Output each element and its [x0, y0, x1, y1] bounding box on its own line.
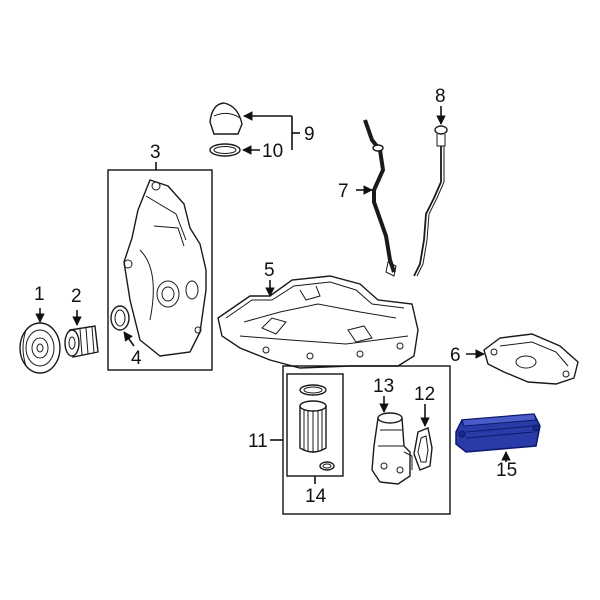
damper-hub: [64, 325, 99, 358]
callout-7: 7: [338, 181, 349, 202]
oil-pan: [217, 275, 419, 369]
oil-filter-housing: [371, 412, 413, 485]
callout-2: 2: [71, 286, 82, 307]
oil-filter-element: [299, 384, 335, 471]
callout-5: 5: [264, 260, 275, 281]
front-seal: [110, 305, 130, 331]
callout-9: 9: [304, 124, 315, 145]
callout-13: 13: [373, 376, 394, 397]
callout-10: 10: [262, 141, 283, 162]
callout-14: 14: [305, 486, 327, 507]
callout-15: 15: [496, 460, 517, 481]
housing-gasket: [413, 427, 433, 471]
callout-labels: 1 2 3 4 5 6 7 8 9 10 11 12 13 14 15: [34, 86, 517, 507]
cap-o-ring: [209, 143, 241, 157]
oil-cooler: [455, 413, 541, 453]
callout-6: 6: [450, 345, 461, 366]
part-3-box: [107, 169, 213, 371]
callout-1: 1: [34, 284, 45, 305]
timing-cover: [123, 179, 207, 357]
callout-8: 8: [435, 86, 446, 107]
dipstick: [413, 125, 448, 277]
callout-11: 11: [248, 431, 268, 452]
leader-lines: [35, 106, 511, 484]
crankshaft-pulley: [19, 322, 61, 374]
callout-4: 4: [131, 348, 142, 369]
filler-cap: [209, 102, 243, 135]
callout-12: 12: [414, 384, 435, 405]
oil-pan-shield: [483, 333, 579, 385]
callout-3: 3: [150, 142, 161, 163]
dipstick-tube: [363, 119, 397, 277]
